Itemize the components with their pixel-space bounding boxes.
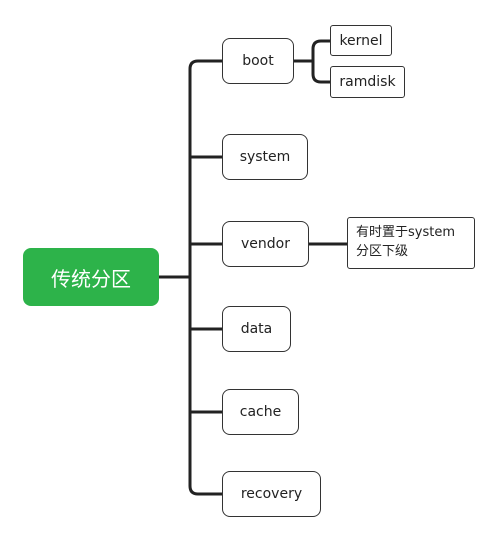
node-label: data: [240, 321, 273, 337]
node-system: system: [222, 134, 308, 180]
node-ramdisk: ramdisk: [330, 66, 405, 98]
node-label: cache: [239, 404, 282, 420]
node-boot: boot: [222, 38, 294, 84]
vendor-note-line1: 有时置于system: [356, 225, 455, 240]
vendor-note: 有时置于system 分区下级: [347, 217, 475, 269]
node-cache: cache: [222, 389, 299, 435]
root-label: 传统分区: [51, 266, 131, 291]
node-label: system: [239, 149, 291, 165]
node-data: data: [222, 306, 291, 352]
node-recovery: recovery: [222, 471, 321, 517]
vendor-note-line2: 分区下级: [356, 244, 409, 259]
node-kernel: kernel: [330, 25, 392, 56]
node-label: recovery: [240, 486, 303, 502]
connector-trunk: [188, 59, 224, 496]
node-label: ramdisk: [339, 74, 396, 90]
node-label: kernel: [339, 32, 383, 49]
node-label: vendor: [241, 236, 290, 252]
connector-boot-children: [292, 39, 332, 84]
node-vendor: vendor: [222, 221, 309, 267]
root-node: 传统分区: [23, 248, 159, 306]
node-label: boot: [242, 53, 274, 69]
